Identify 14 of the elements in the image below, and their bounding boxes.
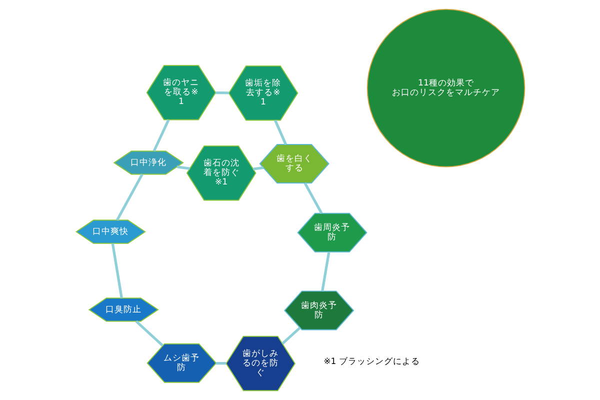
connector [252, 166, 264, 170]
connector [216, 362, 226, 365]
connector [134, 320, 164, 347]
label: ※1 ブラッシングによる [323, 357, 420, 368]
connector [274, 120, 287, 145]
connector [152, 119, 170, 152]
connector [215, 92, 228, 94]
connector [320, 252, 330, 292]
connector [115, 174, 143, 221]
connector [303, 182, 322, 214]
connector [110, 243, 122, 298]
connector [176, 165, 190, 170]
node-circle: 11種の効果で お口のリスクをマルチケア [366, 8, 525, 168]
connector [281, 326, 300, 345]
